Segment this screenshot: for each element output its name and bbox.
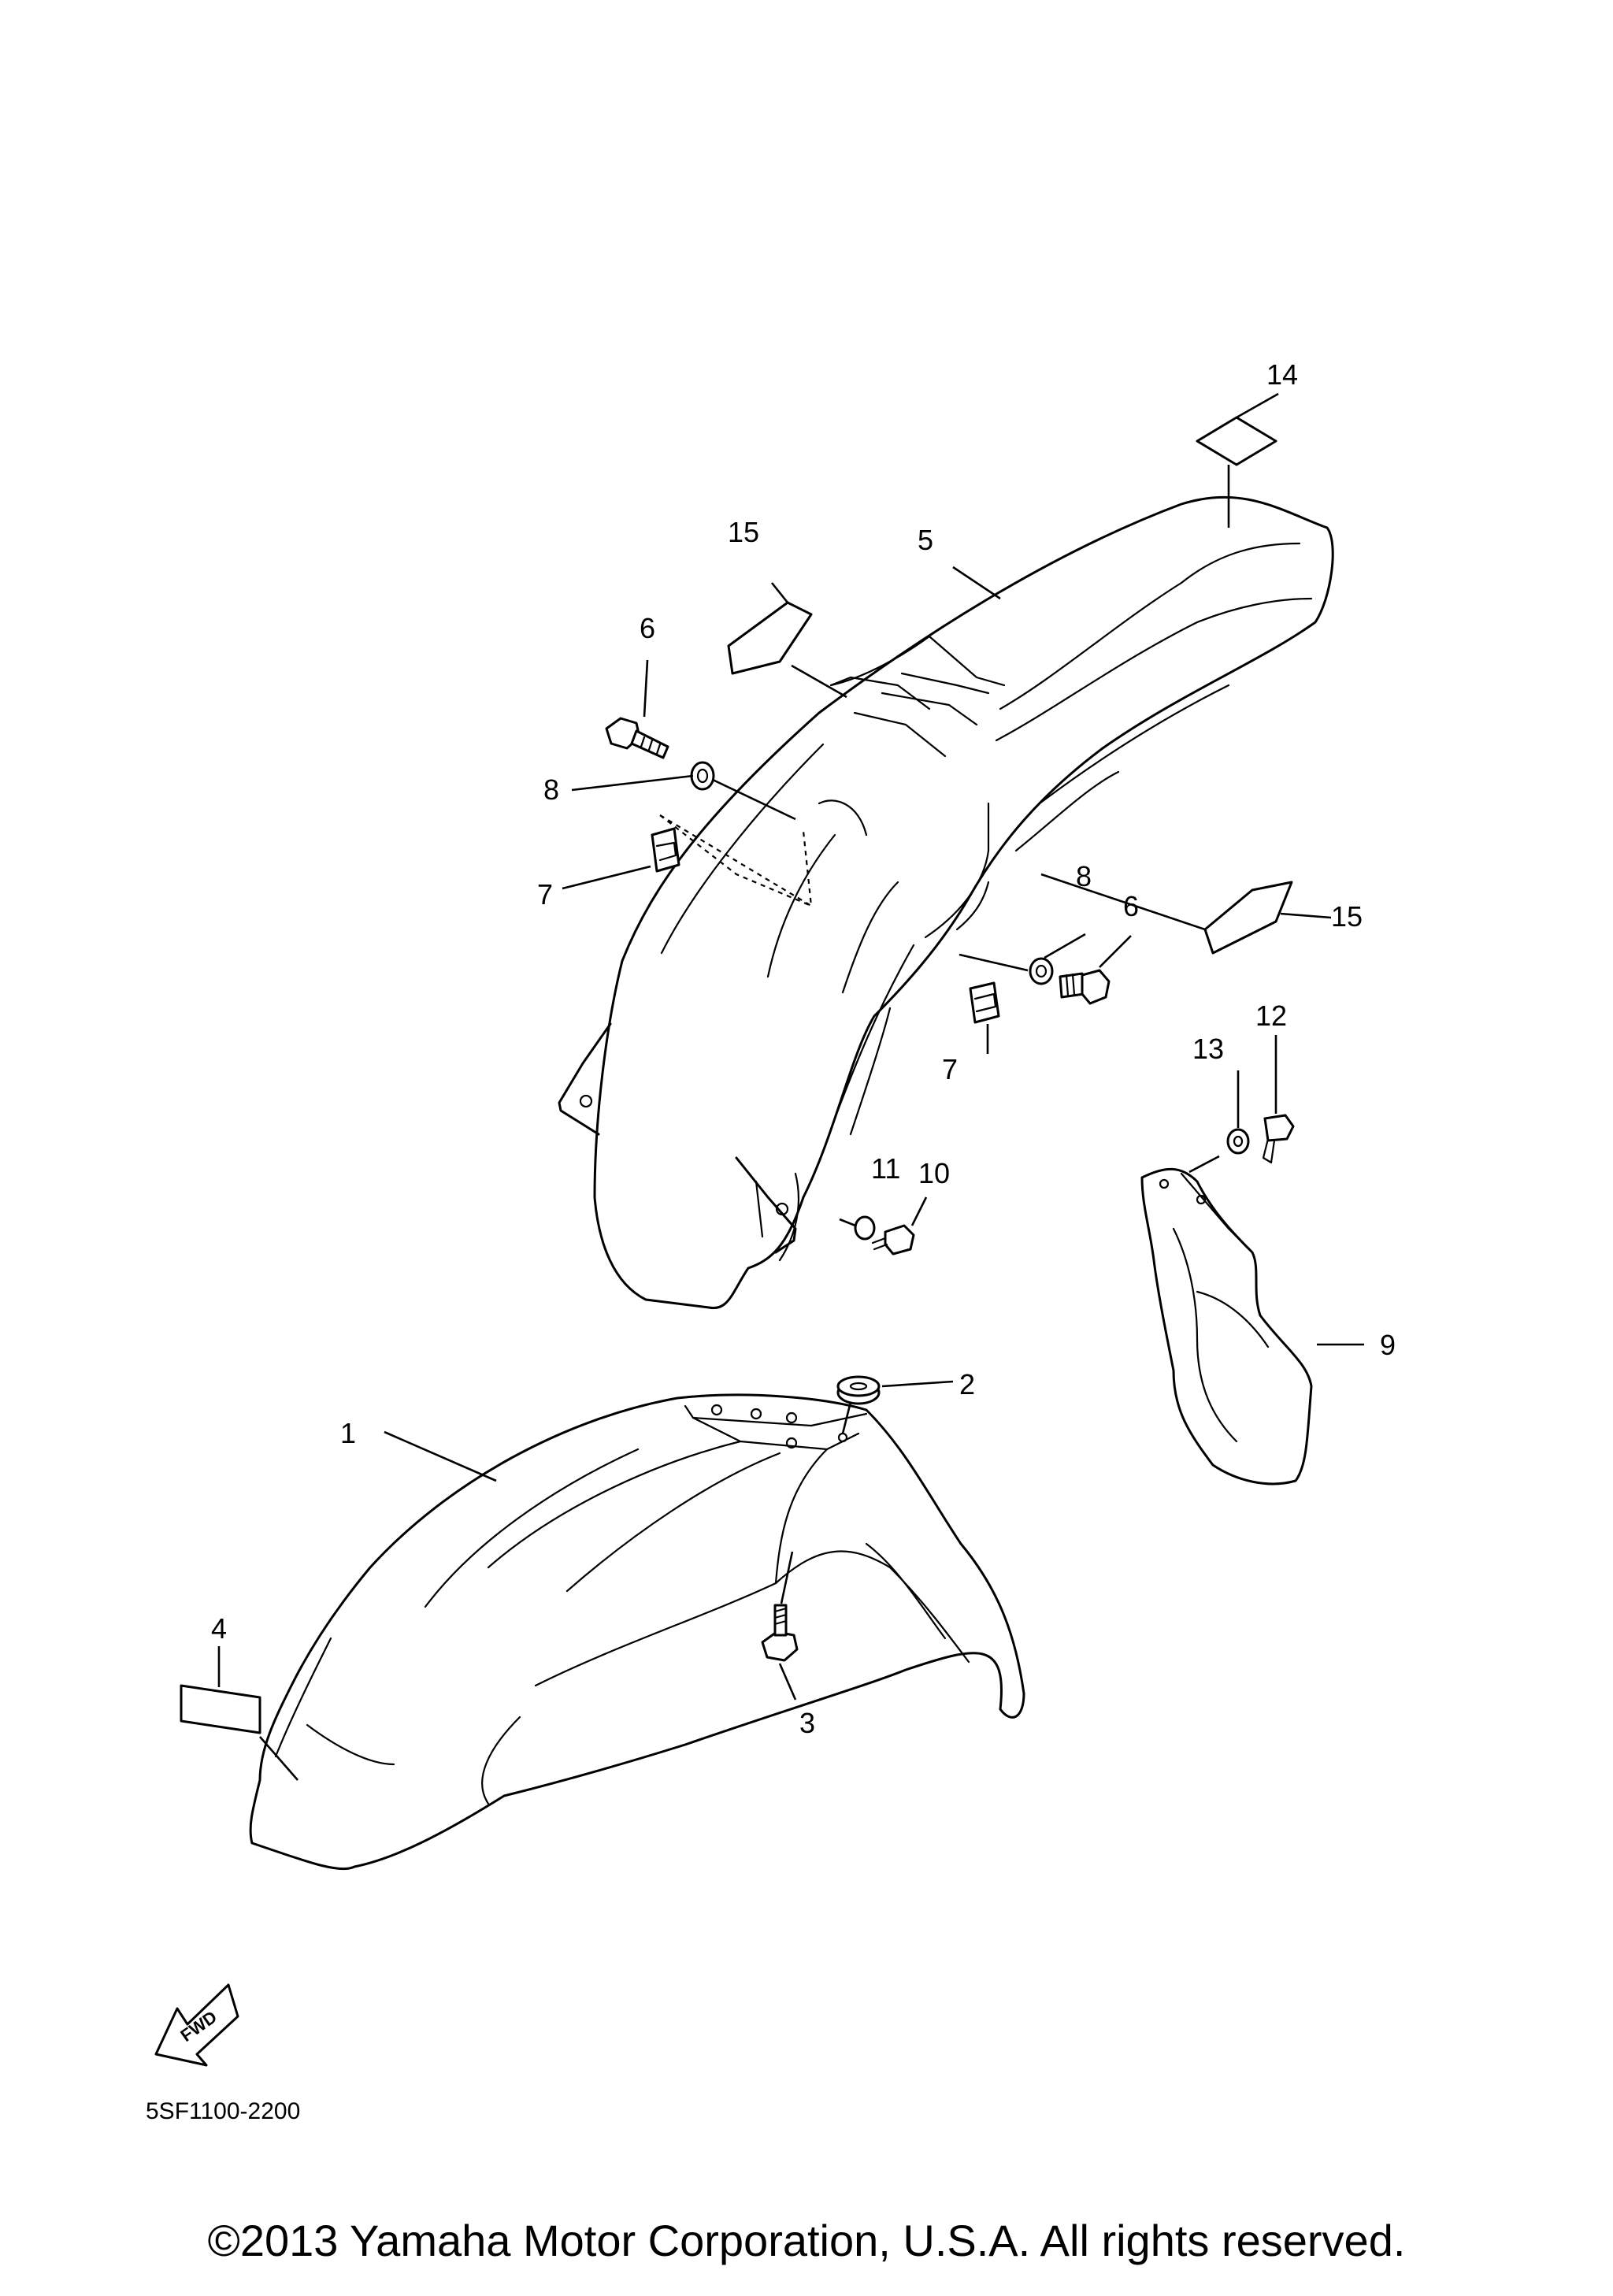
nut-clip-right: [969, 981, 1000, 1024]
leader-lines: [217, 392, 1364, 1781]
front-fender-label-decal: [180, 1684, 261, 1734]
collar-right: [1029, 957, 1054, 985]
mudguard-screw: [871, 1224, 915, 1256]
nut-clip-left: [651, 827, 680, 873]
mudguard-upper-washer: [1226, 1128, 1250, 1155]
rear-fender-bolt-right: [1059, 969, 1111, 1005]
side-label-decal-upper: [727, 601, 813, 675]
callout-1: 1: [340, 1417, 356, 1449]
callout-15-upper: 15: [728, 516, 759, 548]
collar-left: [690, 761, 715, 791]
rear-fender-bolt-left: [605, 717, 669, 759]
mudguard-upper-screw: [1262, 1114, 1295, 1164]
mudguard-washer: [854, 1215, 876, 1241]
callout-15-lower: 15: [1331, 900, 1363, 933]
callout-6-left: 6: [640, 612, 655, 644]
rear-fender: [558, 495, 1334, 1310]
callout-14: 14: [1266, 358, 1298, 391]
callout-10: 10: [918, 1157, 950, 1189]
callout-11: 11: [871, 1152, 900, 1185]
copyright-notice: ©2013 Yamaha Motor Corporation, U.S.A. A…: [207, 2216, 1406, 2265]
front-fender-bolt: [761, 1604, 799, 1662]
callout-8-right: 8: [1076, 860, 1092, 892]
rear-fender-label-decal: [1196, 416, 1277, 466]
callout-13: 13: [1192, 1033, 1224, 1065]
callout-9: 9: [1380, 1329, 1396, 1361]
side-label-decal-lower: [1203, 881, 1293, 955]
front-fender: [249, 1393, 1025, 1871]
grommet: [836, 1375, 881, 1405]
mudguard: [1140, 1167, 1313, 1486]
callout-4: 4: [211, 1612, 227, 1645]
callout-6-right: 6: [1123, 890, 1139, 922]
fwd-arrow-icon: FWD: [154, 1983, 239, 2067]
callout-2: 2: [959, 1368, 975, 1400]
callout-7-right: 7: [942, 1053, 958, 1085]
callout-7-left: 7: [537, 878, 553, 911]
reference-code: 5SF1100-2200: [146, 2098, 301, 2124]
callout-5: 5: [918, 524, 933, 556]
callouts: 1 2 3 4 5 6 6 7 7 8 8 9 10 11 12 13 14 1…: [211, 358, 1396, 1739]
callout-3: 3: [799, 1707, 815, 1739]
callout-8-left: 8: [543, 773, 559, 806]
callout-12: 12: [1255, 1000, 1287, 1032]
